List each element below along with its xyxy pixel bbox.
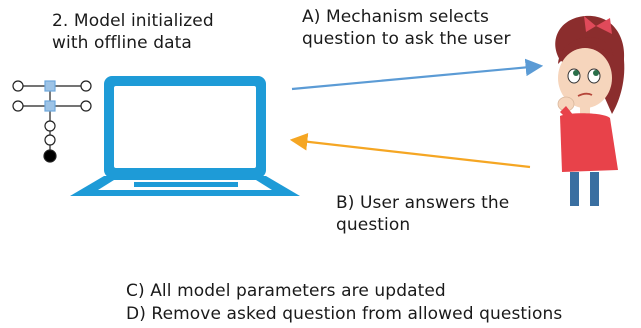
laptop-icon [70,76,300,196]
model-initialized-label: 2. Model initialized with offline data [52,10,214,54]
step-a-label: A) Mechanism selects question to ask the… [302,6,511,50]
step-d-text: D) Remove asked question from allowed qu… [126,304,563,324]
model-label-line2: with offline data [52,33,192,53]
step-a-line2: question to ask the user [302,29,511,49]
tree-model-icon [12,80,92,163]
step-b-label: B) User answers the question [336,192,509,236]
girl-thinking-icon [555,15,625,206]
step-a-line1: A) Mechanism selects [302,7,490,27]
model-label-line1: 2. Model initialized [52,11,214,31]
footer-steps: C) All model parameters are updated D) R… [126,280,562,326]
step-c-text: C) All model parameters are updated [126,281,446,301]
step-b-line2: question [336,215,411,235]
arrow-to-laptop [289,132,531,169]
step-b-line1: B) User answers the [336,193,510,213]
arrow-to-user [291,58,544,91]
